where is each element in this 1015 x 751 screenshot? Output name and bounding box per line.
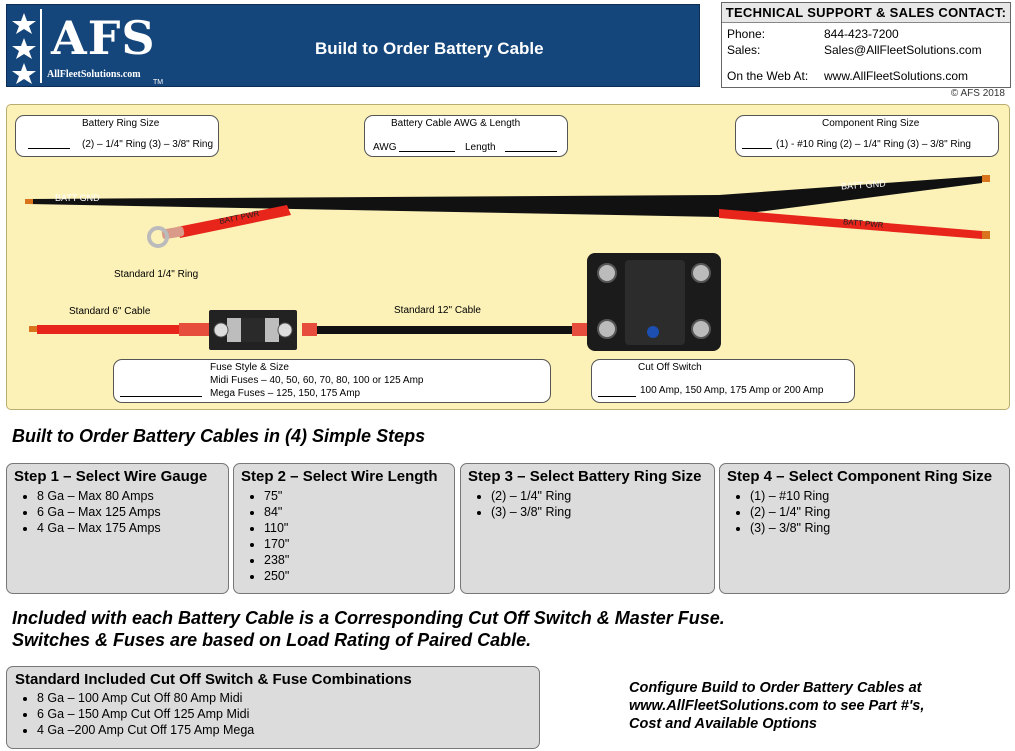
component-ring-title: Component Ring Size [822,118,920,129]
cutoff-box: Cut Off Switch 100 Amp, 150 Amp, 175 Amp… [591,359,855,403]
battery-ring-box: Battery Ring Size (2) – 1/4" Ring (3) – … [15,115,219,157]
component-ring-blank [742,148,772,149]
cable-diagram: Battery Ring Size (2) – 1/4" Ring (3) – … [6,104,1010,410]
list-item: (1) – #10 Ring [750,488,1009,504]
included-line-2: Switches & Fuses are based on Load Ratin… [12,630,532,650]
list-item: 4 Ga – Max 175 Amps [37,520,228,536]
battery-ring-options: (2) – 1/4" Ring (3) – 3/8" Ring [82,139,214,150]
fuse-blank [120,396,202,397]
battery-ring-blank [28,148,70,149]
stars-icon [12,13,36,84]
standard-12-cable-label: Standard 12" Cable [394,305,481,316]
configure-line-3: Cost and Available Options [629,716,817,732]
step-3-box: Step 3 – Select Battery Ring Size (2) – … [460,463,715,594]
list-item: (2) – 1/4" Ring [491,488,714,504]
step-4-title: Step 4 – Select Component Ring Size [727,468,993,485]
cutoff-options: 100 Amp, 150 Amp, 175 Amp or 200 Amp [640,385,824,396]
list-item: (3) – 3/8" Ring [491,504,714,520]
step-1-list: 8 Ga – Max 80 Amps 6 Ga – Max 125 Amps 4… [7,488,228,536]
web-label: On the Web At: [727,69,809,83]
logo-tm: TM [153,79,164,86]
list-item: 84" [264,504,454,520]
web-link[interactable]: www.AllFleetSolutions.com [824,69,969,83]
contact-box: TECHNICAL SUPPORT & SALES CONTACT: Phone… [721,2,1011,88]
list-item: 4 Ga –200 Amp Cut Off 175 Amp Mega [37,722,539,738]
standard-6-cable-label: Standard 6" Cable [69,306,151,317]
list-item: 8 Ga – Max 80 Amps [37,488,228,504]
configure-line-1: Configure Build to Order Battery Cables … [629,680,922,696]
cable-drawing [25,175,990,351]
awg-length-box: Battery Cable AWG & Length AWG Length [364,115,568,157]
list-item: 170" [264,536,454,552]
fuse-box: Fuse Style & Size Midi Fuses – 40, 50, 6… [113,359,551,403]
component-ring-options: (1) - #10 Ring (2) – 1/4" Ring (3) – 3/8… [776,139,971,150]
page-title: Build to Order Battery Cable [315,39,544,58]
step-3-title: Step 3 – Select Battery Ring Size [468,468,702,485]
batt-pwr-right [719,209,990,239]
combinations-box: Standard Included Cut Off Switch & Fuse … [6,666,540,749]
step-4-list: (1) – #10 Ring (2) – 1/4" Ring (3) – 3/8… [720,488,1009,536]
fuse-mega: Mega Fuses – 125, 150, 175 Amp [210,388,361,399]
cutoff-blank [598,396,636,397]
contact-heading: TECHNICAL SUPPORT & SALES CONTACT: [722,3,1010,23]
length-blank [505,151,557,152]
step-4-box: Step 4 – Select Component Ring Size (1) … [719,463,1010,594]
list-item: 110" [264,520,454,536]
combinations-title: Standard Included Cut Off Switch & Fuse … [15,671,412,688]
list-item: 238" [264,552,454,568]
list-item: 6 Ga – 150 Amp Cut Off 125 Amp Midi [37,706,539,722]
length-label: Length [465,142,496,153]
step-1-title: Step 1 – Select Wire Gauge [14,468,208,485]
logo-text: AFS [51,11,156,65]
included-line-1: Included with each Battery Cable is a Co… [12,608,725,628]
step-2-title: Step 2 – Select Wire Length [241,468,438,485]
awg-label: AWG [373,142,397,153]
cutoff-title: Cut Off Switch [638,362,702,373]
fuse-midi: Midi Fuses – 40, 50, 60, 70, 80, 100 or … [210,375,424,386]
cutoff-switch-icon [587,253,721,351]
list-item: 6 Ga – Max 125 Amps [37,504,228,520]
logo-subtitle: AllFleetSolutions.com [47,69,141,80]
steps-heading: Built to Order Battery Cables in (4) Sim… [12,426,426,446]
phone-label: Phone: [727,27,766,41]
sales-email[interactable]: Sales@AllFleetSolutions.com [824,43,982,57]
batt-pwr-left [147,205,291,248]
step-3-list: (2) – 1/4" Ring (3) – 3/8" Ring [461,488,714,520]
batt-gnd-left-label: BATT GND [55,193,100,203]
awg-length-title: Battery Cable AWG & Length [391,118,521,129]
sales-label: Sales: [727,43,761,57]
configure-link[interactable]: www.AllFleetSolutions.com to see Part #'… [629,698,925,714]
logo-divider [40,9,42,83]
batt-gnd-cable [25,175,990,217]
list-item: (3) – 3/8" Ring [750,520,1009,536]
standard-ring-label: Standard 1/4" Ring [114,269,199,280]
awg-blank [399,151,455,152]
step-2-list: 75" 84" 110" 170" 238" 250" [234,488,454,584]
list-item: 8 Ga – 100 Amp Cut Off 80 Amp Midi [37,690,539,706]
list-item: (2) – 1/4" Ring [750,504,1009,520]
fuse-icon [209,310,297,350]
step-2-box: Step 2 – Select Wire Length 75" 84" 110"… [233,463,455,594]
configure-note: Configure Build to Order Battery Cables … [629,679,924,733]
copyright: © AFS 2018 [950,88,1005,99]
combinations-list: 8 Ga – 100 Amp Cut Off 80 Amp Midi 6 Ga … [7,690,539,738]
phone-value[interactable]: 844-423-7200 [824,27,899,41]
battery-ring-title: Battery Ring Size [82,118,160,129]
component-ring-box: Component Ring Size (1) - #10 Ring (2) –… [735,115,999,157]
fuse-title: Fuse Style & Size [210,362,289,373]
lower-cable [29,323,602,336]
header-banner: AFS AllFleetSolutions.com TM Build to Or… [6,4,700,87]
list-item: 75" [264,488,454,504]
list-item: 250" [264,568,454,584]
step-1-box: Step 1 – Select Wire Gauge 8 Ga – Max 80… [6,463,229,594]
